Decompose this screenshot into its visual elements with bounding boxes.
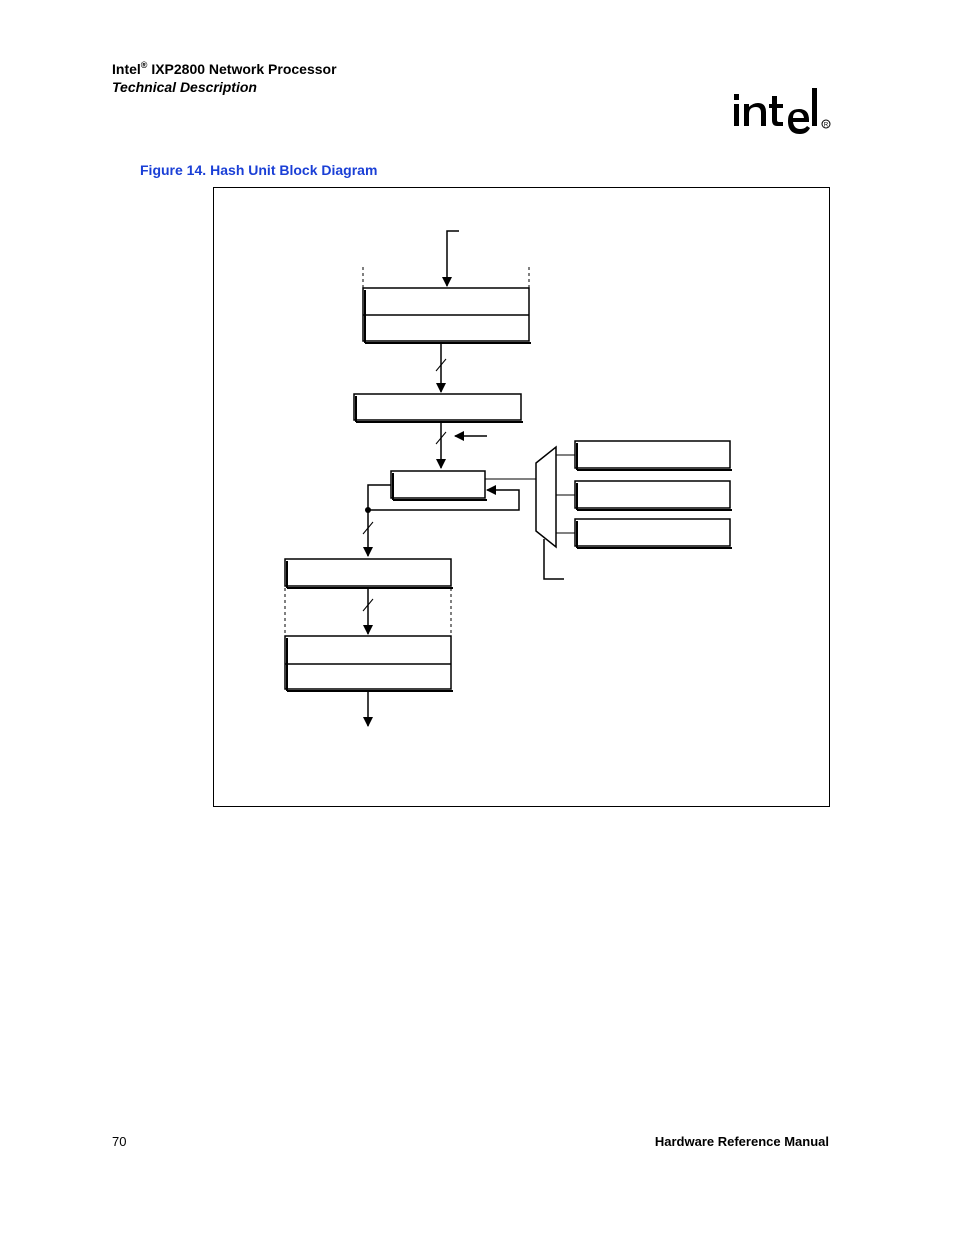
figure-frame — [213, 187, 830, 807]
figure-caption: Figure 14.Hash Unit Block Diagram — [140, 161, 377, 179]
brand-name: Intel — [112, 61, 141, 77]
hash-multiplier-block — [390, 470, 487, 501]
multiplier-register-1 — [556, 440, 732, 471]
input-register-block — [362, 287, 531, 344]
mux-select-line — [543, 539, 564, 580]
document-product-title: Intel® IXP2800 Network Processor — [112, 60, 337, 78]
output-register-block — [284, 635, 453, 692]
bus-slash-1 — [435, 358, 447, 372]
multiplier-register-3 — [556, 518, 732, 549]
feedback-left-path — [367, 484, 391, 510]
bus-slash-3 — [362, 521, 374, 535]
product-name: IXP2800 Network Processor — [151, 61, 337, 77]
manual-title: Hardware Reference Manual — [654, 1134, 829, 1149]
intel-logo: R — [734, 88, 831, 134]
page-number: 70 — [112, 1134, 127, 1149]
second-register-block — [353, 393, 523, 423]
multiplier-register-2 — [556, 480, 732, 511]
figure-title: Hash Unit Block Diagram — [210, 162, 378, 178]
registered-mark: ® — [140, 60, 148, 70]
bus-slash-4 — [362, 598, 374, 612]
output-stage-register — [284, 558, 453, 589]
multiplexer — [535, 445, 557, 549]
bus-slash-2 — [435, 431, 447, 445]
figure-number: Figure 14. — [140, 162, 207, 178]
svg-text:R: R — [824, 123, 829, 129]
feedback-loop — [368, 485, 520, 511]
hash-unit-block-diagram — [213, 187, 830, 807]
input-arrow — [442, 230, 459, 287]
document-subtitle: Technical Description — [112, 79, 257, 95]
